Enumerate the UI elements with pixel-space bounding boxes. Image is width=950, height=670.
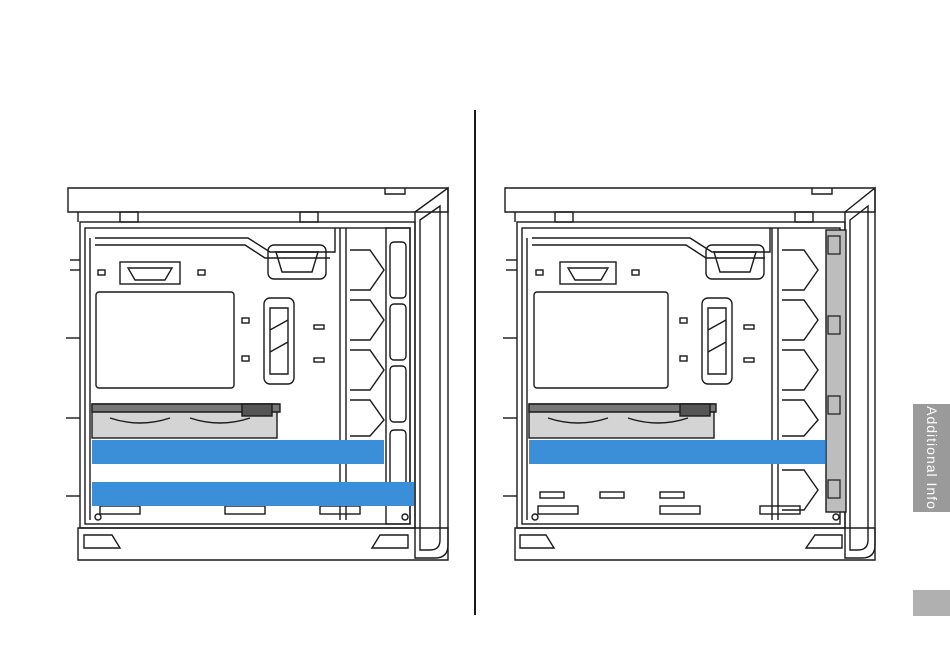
base-panel — [78, 528, 448, 560]
highlight-bar-right — [529, 440, 825, 464]
foot-left — [84, 535, 120, 548]
foot-left — [520, 535, 554, 548]
case-diagram-right — [503, 188, 875, 560]
section-tab[interactable]: Additional Info — [913, 404, 950, 512]
cpu-cutout — [96, 292, 234, 388]
chassis-frame — [517, 222, 845, 528]
top-panel — [68, 188, 448, 212]
page-number-box — [913, 590, 950, 616]
section-tab-label: Additional Info — [924, 406, 940, 510]
foot-right — [372, 535, 408, 548]
highlight-bar-left-upper — [92, 440, 384, 464]
cpu-cutout — [534, 292, 668, 388]
top-panel — [505, 188, 875, 212]
foot-right — [806, 535, 842, 548]
highlight-bar-left-lower — [92, 482, 414, 506]
base-panel — [515, 528, 875, 560]
front-radiator — [826, 230, 846, 512]
